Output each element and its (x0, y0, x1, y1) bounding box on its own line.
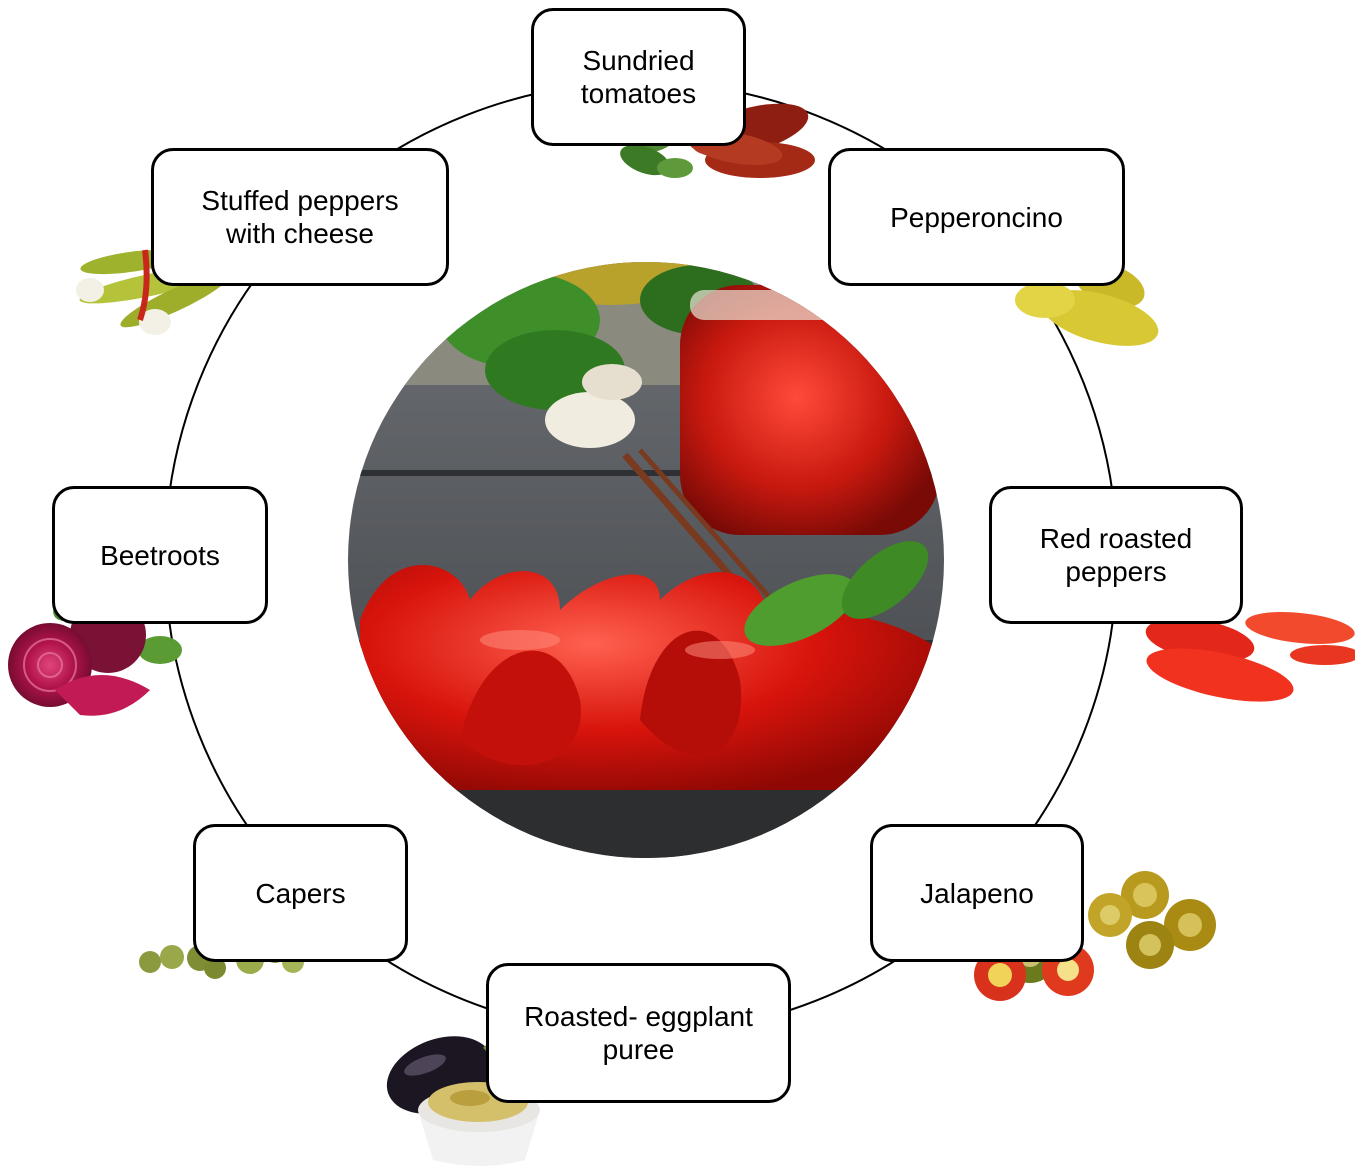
node-label: Pepperoncino (882, 201, 1071, 234)
node-label: Roasted- eggplant puree (516, 1000, 761, 1066)
node-label: Beetroots (92, 539, 228, 572)
node-capers: Capers (193, 824, 408, 962)
node-label: Capers (247, 877, 353, 910)
node-red-roasted-peppers: Red roasted peppers (989, 486, 1243, 624)
node-label: Jalapeno (912, 877, 1042, 910)
node-label: Stuffed peppers with cheese (193, 184, 406, 250)
node-beetroots: Beetroots (52, 486, 268, 624)
node-roasted-eggplant-puree: Roasted- eggplant puree (486, 963, 791, 1103)
node-stuffed-peppers-with-cheese: Stuffed peppers with cheese (151, 148, 449, 286)
node-label: Sundried tomatoes (573, 44, 704, 110)
node-label: Red roasted peppers (1032, 522, 1201, 588)
center-photo (340, 245, 960, 875)
node-sundried-tomatoes: Sundried tomatoes (531, 8, 746, 146)
node-pepperoncino: Pepperoncino (828, 148, 1125, 286)
node-jalapeno: Jalapeno (870, 824, 1084, 962)
